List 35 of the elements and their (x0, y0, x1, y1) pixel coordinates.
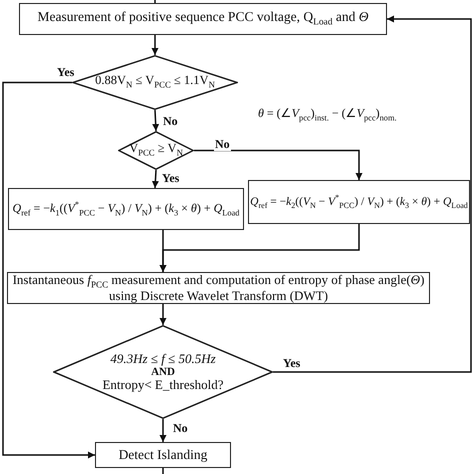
edge-label: No (172, 422, 189, 436)
condition-text: Entropy< E_threshold? (102, 378, 224, 392)
step-text: Instantaneous f$_{PCC}$ measurement and computation of entropy of phase angle(Θ) using Discrete Wavelet Transform (DWT) (12, 272, 426, 304)
edge-label: No (214, 138, 231, 152)
arrow (152, 35, 158, 55)
step-text: Q$_{ref}$ = −k$_{2}$((V$_{N}$ − V$^{*}$$_{PCC}$) / V$_{N}$) + (k$_{3}$ × θ) + Q$_{Load}$ (250, 194, 468, 210)
arrow (152, 110, 160, 132)
step-text: Detect Islanding (118, 448, 208, 462)
edge-label: Yes (282, 357, 302, 370)
condition-text: AND (151, 366, 175, 378)
decision-diamond (118, 131, 194, 170)
decision-diamond (53, 325, 273, 419)
process-box (95, 442, 231, 468)
process-box (19, 3, 387, 35)
step-text: Measurement of positive sequence PCC voltage, Q$_{Load}$ and Θ (38, 10, 368, 28)
condition-text: 49.3Hz ≤ f ≤ 50.5Hz (110, 352, 216, 366)
process-box (8, 188, 244, 230)
process-box (248, 180, 470, 224)
arrow (2, 82, 95, 458)
edge-label: Yes (161, 172, 180, 186)
arrow (160, 304, 166, 325)
arrow (152, 170, 159, 188)
arrow (160, 419, 166, 442)
edge-label: Yes (56, 66, 76, 80)
connector-line (162, 468, 164, 474)
connector-line (154, 0, 156, 3)
arrow (273, 16, 472, 373)
condition-text: 0.88V$_{N}$ ≤ V$_{PCC}$ ≤ 1.1V$_{N}$ (95, 74, 215, 91)
edge-label: No (162, 115, 179, 128)
step-text: Q$_{ref}$ = −k$_{1}$((V$^{*}$$_{PCC}$ − V$_{N}$) / V$_{N}$) + (k$_{3}$ × θ) + Q$_{Load}$ (12, 200, 240, 218)
decision-diamond (72, 55, 238, 110)
condition-text: V$_{PCC}$ ≥ V$_{N}$ (129, 142, 183, 159)
formula-text: θ = (∠V$_{pcc}$)$_{inst.}$ − (∠V$_{pcc}$)$_{nom.}$ (258, 106, 397, 122)
arrow (160, 224, 360, 272)
arrow (194, 150, 362, 180)
